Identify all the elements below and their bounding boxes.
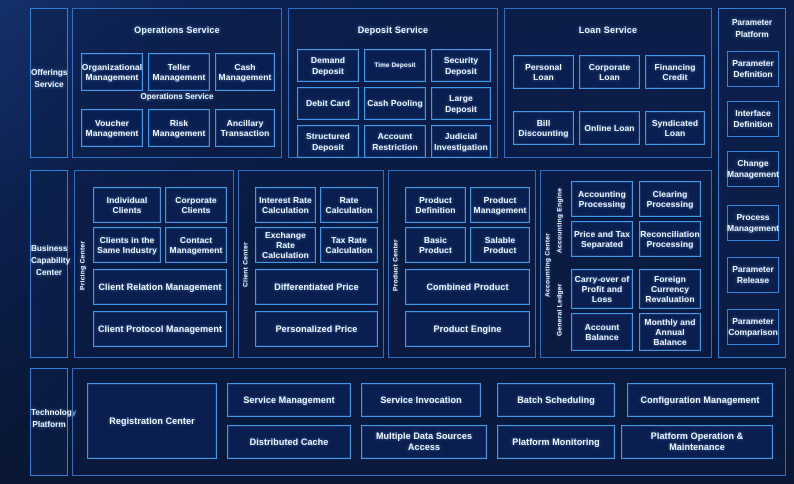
cell-service-management[interactable]: Service Management xyxy=(227,383,351,417)
cell-batch-scheduling[interactable]: Batch Scheduling xyxy=(497,383,615,417)
rail-business-capability-center-label: Business Capability Center xyxy=(31,243,71,279)
cell-client-protocol-management[interactable]: Client Protocol Management xyxy=(93,311,227,347)
cell-account-balance[interactable]: Account Balance xyxy=(571,313,633,351)
cell-financing-credit[interactable]: Financing Credit xyxy=(645,55,705,89)
rail-offerings-service-label: Offerings Service xyxy=(31,67,67,91)
rail2-label-line3: Center xyxy=(36,267,62,277)
parameter-platform-title-line2: Platform xyxy=(735,29,769,39)
cell-reconciliation-processing[interactable]: Reconciliation Processing xyxy=(639,221,701,257)
cell-product-definition[interactable]: Product Definition xyxy=(405,187,466,223)
cell-judicial-investigation[interactable]: Judicial Investigation xyxy=(431,125,491,158)
cell-process-management[interactable]: Process Management xyxy=(727,205,779,241)
operations-service-mid-label: Operations Service xyxy=(140,92,214,101)
cell-security-deposit[interactable]: Security Deposit xyxy=(431,49,491,82)
cell-multiple-data-sources-access[interactable]: Multiple Data Sources Access xyxy=(361,425,487,459)
cell-tax-rate-calculation[interactable]: Tax Rate Calculation xyxy=(320,227,378,263)
rail2-label-line2: Capability xyxy=(31,255,71,265)
cell-account-restriction[interactable]: Account Restriction xyxy=(364,125,426,158)
cell-large-deposit[interactable]: Large Deposit xyxy=(431,87,491,120)
parameter-platform-title-line1: Parameter xyxy=(731,18,773,27)
cell-corporate-clients[interactable]: Corporate Clients xyxy=(165,187,227,223)
cell-parameter-definition[interactable]: Parameter Definition xyxy=(727,51,779,87)
cell-platform-operation-and-maintenance[interactable]: Platform Operation & Maintenance xyxy=(621,425,773,459)
cell-differentiated-price[interactable]: Differentiated Price xyxy=(255,269,378,305)
rail-business-capability-center: Business Capability Center xyxy=(30,170,71,358)
rail-offerings-service: Offerings Service xyxy=(30,8,68,158)
cell-change-management[interactable]: Change Management xyxy=(727,151,779,187)
cell-demand-deposit[interactable]: Demand Deposit xyxy=(297,49,359,82)
rail3-label-line1: Technology xyxy=(31,408,77,417)
group-technology-platform: Registration Center Service Management D… xyxy=(72,368,786,476)
cell-parameter-release[interactable]: Parameter Release xyxy=(727,257,779,293)
group-loan-service-title: Loan Service xyxy=(578,25,638,35)
cell-structured-deposit[interactable]: Structured Deposit xyxy=(297,125,359,158)
cell-parameter-comparison[interactable]: Parameter Comparison xyxy=(727,309,779,345)
group-operations-service: Operations Service Operations Service Or… xyxy=(72,8,282,158)
group-accounting-center-label: Accounting Center xyxy=(544,232,552,298)
cell-salable-product[interactable]: Salable Product xyxy=(470,227,530,263)
cell-personal-loan[interactable]: Personal Loan xyxy=(513,55,574,89)
cell-distributed-cache[interactable]: Distributed Cache xyxy=(227,425,351,459)
cell-teller-management[interactable]: Teller Management xyxy=(148,53,210,91)
group-client-center: Client Center Interest Rate Calculation … xyxy=(238,170,384,358)
cell-exchange-rate-calculation[interactable]: Exchange Rate Calculation xyxy=(255,227,316,263)
cell-cash-pooling[interactable]: Cash Pooling xyxy=(364,87,426,120)
group-operations-service-title: Operations Service xyxy=(134,25,220,35)
cell-platform-monitoring[interactable]: Platform Monitoring xyxy=(497,425,615,459)
cell-contact-management[interactable]: Contact Management xyxy=(165,227,227,263)
cell-client-relation-management[interactable]: Client Relation Management xyxy=(93,269,227,305)
group-accounting-center: Accounting Center Accounting Engine Gene… xyxy=(540,170,712,358)
cell-carry-over-of-profit-and-loss[interactable]: Carry-over of Profit and Loss xyxy=(571,269,633,309)
group-deposit-service: Deposit Service Demand Deposit Time Depo… xyxy=(288,8,498,158)
rail2-label-line1: Business xyxy=(31,244,68,253)
cell-syndicated-loan[interactable]: Syndicated Loan xyxy=(645,111,705,145)
cell-voucher-management[interactable]: Voucher Management xyxy=(81,109,143,147)
rail-label-line2: Service xyxy=(34,79,64,89)
cell-service-invocation[interactable]: Service Invocation xyxy=(361,383,481,417)
rail-technology-platform: Technology Platform xyxy=(30,368,76,476)
rail3-label-line2: Platform xyxy=(32,419,66,429)
cell-clients-in-the-same-industry[interactable]: Clients in the Same Industry xyxy=(93,227,161,263)
cell-product-management[interactable]: Product Management xyxy=(470,187,530,223)
group-loan-service: Loan Service Personal Loan Corporate Loa… xyxy=(504,8,712,158)
cell-monthly-and-annual-balance[interactable]: Monthly and Annual Balance xyxy=(639,313,701,351)
cell-rate-calculation[interactable]: Rate Calculation xyxy=(320,187,378,223)
cell-cash-management[interactable]: Cash Management xyxy=(215,53,275,91)
rail-technology-platform-label: Technology Platform xyxy=(31,407,76,431)
cell-online-loan[interactable]: Online Loan xyxy=(579,111,640,145)
cell-product-engine[interactable]: Product Engine xyxy=(405,311,530,347)
cell-organizational-management[interactable]: Organizational Management xyxy=(81,53,143,91)
cell-configuration-management[interactable]: Configuration Management xyxy=(627,383,773,417)
subgroup-general-ledger-label: General Ledger xyxy=(556,283,564,337)
cell-clearing-processing[interactable]: Clearing Processing xyxy=(639,181,701,217)
group-parameter-platform: Parameter Platform Parameter Definition … xyxy=(718,8,786,358)
cell-interface-definition[interactable]: Interface Definition xyxy=(727,101,779,137)
cell-registration-center[interactable]: Registration Center xyxy=(87,383,217,459)
subgroup-accounting-engine-label: Accounting Engine xyxy=(556,187,564,253)
cell-combined-product[interactable]: Combined Product xyxy=(405,269,530,305)
cell-individual-clients[interactable]: Individual Clients xyxy=(93,187,161,223)
rail-label-line1: Offerings xyxy=(31,68,68,77)
cell-time-deposit[interactable]: Time Deposit xyxy=(364,49,426,82)
group-client-center-label: Client Center xyxy=(242,242,250,288)
cell-foreign-currency-revaluation[interactable]: Foreign Currency Revaluation xyxy=(639,269,701,309)
cell-bill-discounting[interactable]: Bill Discounting xyxy=(513,111,574,145)
cell-interest-rate-calculation[interactable]: Interest Rate Calculation xyxy=(255,187,316,223)
cell-ancillary-transaction[interactable]: Ancillary Transaction xyxy=(215,109,275,147)
cell-accounting-processing[interactable]: Accounting Processing xyxy=(571,181,633,217)
group-product-center: Product Center Product Definition Produc… xyxy=(388,170,536,358)
group-pricing-center: Pricing Center Individual Clients Corpor… xyxy=(74,170,234,358)
cell-corporate-loan[interactable]: Corporate Loan xyxy=(579,55,640,89)
group-deposit-service-title: Deposit Service xyxy=(357,25,429,35)
cell-debit-card[interactable]: Debit Card xyxy=(297,87,359,120)
cell-price-and-tax-separated[interactable]: Price and Tax Separated xyxy=(571,221,633,257)
group-product-center-label: Product Center xyxy=(392,239,400,291)
cell-personalized-price[interactable]: Personalized Price xyxy=(255,311,378,347)
group-pricing-center-label: Pricing Center xyxy=(79,240,87,290)
parameter-platform-title: Parameter Platform xyxy=(719,17,785,41)
cell-risk-management[interactable]: Risk Management xyxy=(148,109,210,147)
cell-basic-product[interactable]: Basic Product xyxy=(405,227,466,263)
